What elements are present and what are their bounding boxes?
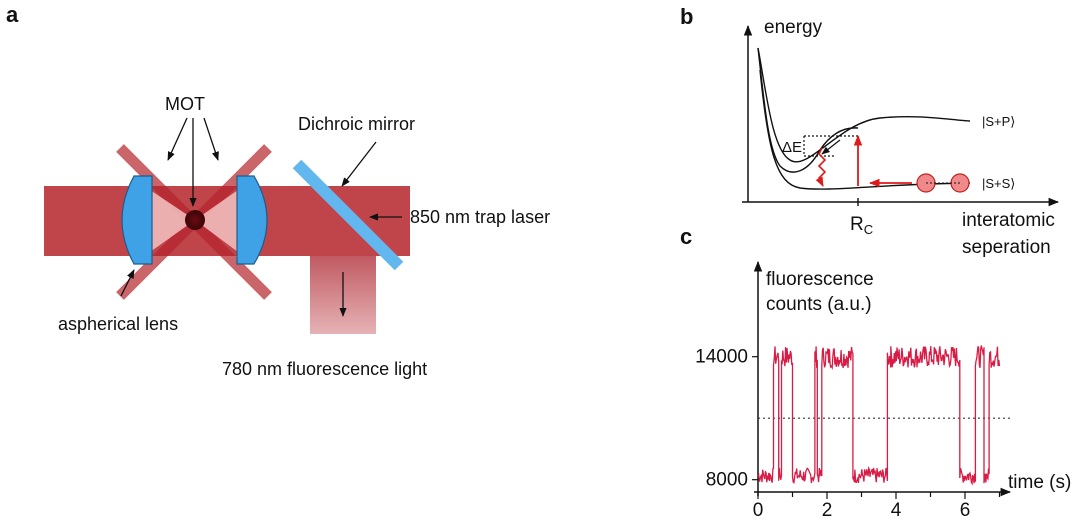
dichroic-arrow (341, 141, 377, 187)
dichroic-label: Dichroic mirror (298, 114, 415, 134)
aspheric-lens-left (121, 175, 153, 265)
trap-laser-label: 850 nm trap laser (410, 207, 550, 227)
panel-c-letter: c (680, 224, 692, 249)
rc-label: RC (850, 214, 873, 237)
mot-arrow-left (167, 117, 188, 161)
focus-cone-right (195, 190, 238, 252)
c-xlabel: time (s) (1008, 472, 1071, 493)
mot-atom-cloud (185, 210, 205, 230)
b-xlabel-line2: seperation (962, 237, 1051, 258)
c-y-tick-label: 14000 (695, 347, 748, 368)
radiative-decay-arrow (815, 147, 827, 187)
c-x-tick-label: 6 (960, 500, 971, 521)
state-ss-label: |S+S⟩ (982, 176, 1015, 191)
b-xlabel-line1: interatomic (962, 210, 1055, 231)
mot-label: MOT (165, 94, 205, 114)
c-ylabel-line1: fluorescence (766, 269, 874, 290)
c-x-tick-label: 0 (753, 500, 764, 521)
delta-e-label: ΔE (782, 139, 802, 156)
panel-a-letter: a (6, 2, 19, 27)
panel-b-letter: b (680, 4, 693, 29)
c-x-tick-label: 2 (822, 500, 833, 521)
c-x-tick-label: 4 (891, 500, 902, 521)
lens-arrow (120, 269, 135, 297)
delta-e-arrow (821, 139, 841, 155)
potential-curve-ss (759, 69, 971, 190)
lens-label: aspherical lens (58, 314, 178, 334)
fluorescence-label: 780 nm fluorescence light (222, 359, 427, 379)
focus-cone-left (150, 190, 195, 252)
c-ylabel-line2: counts (a.u.) (766, 294, 872, 315)
state-sp-label: |S+P⟩ (982, 114, 1015, 129)
c-fluorescence-trace (757, 345, 1001, 486)
c-y-tick-label: 8000 (706, 470, 748, 491)
mot-arrow-right (203, 117, 219, 161)
b-ylabel: energy (764, 17, 823, 38)
aspheric-lens-right (236, 175, 268, 265)
dichroic-mirror (292, 159, 404, 271)
fluorescence-trace-chart: 0 2 4 6 8000 14000 (695, 260, 1012, 521)
